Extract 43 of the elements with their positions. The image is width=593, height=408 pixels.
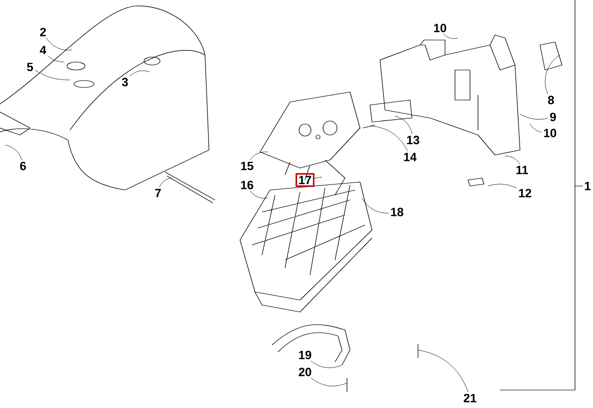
leader-line (530, 124, 542, 133)
callout-number: 17 (296, 173, 314, 187)
leader-line (48, 56, 64, 62)
callout-number: 12 (519, 188, 532, 198)
callout-number: 16 (241, 180, 254, 190)
leader-line (250, 190, 268, 198)
leader-line (418, 350, 468, 392)
callout-number: 6 (20, 162, 26, 170)
callout-number: 14 (404, 152, 417, 162)
callout-number: 8 (548, 96, 554, 104)
callout-number: 3 (122, 78, 128, 86)
leader-line (520, 114, 548, 120)
leader-line (310, 360, 342, 368)
leader-line (394, 116, 412, 134)
leader-line (362, 198, 389, 214)
callout-number: 2 (40, 28, 46, 36)
callout-number: 4 (40, 46, 46, 54)
leader-line (159, 178, 172, 188)
callout-number: 18 (391, 208, 404, 216)
callout-number: 11 (516, 166, 528, 174)
leader-line (370, 126, 408, 152)
callout-number: 9 (550, 112, 556, 122)
callout-number: 20 (298, 368, 312, 376)
leader-line (314, 176, 322, 179)
callout-number: 10 (434, 24, 446, 32)
leader-line (34, 70, 70, 80)
leader-line (488, 184, 517, 188)
leader-line (310, 378, 348, 386)
callout-number: 1 (584, 182, 591, 190)
callout-number: 15 (241, 162, 254, 170)
callout-number: 13 (407, 136, 420, 144)
leader-line (250, 152, 268, 160)
leader-line (46, 38, 72, 50)
leader-line (443, 34, 458, 39)
leader-line (545, 54, 560, 94)
leader-line (504, 156, 520, 164)
callout-number: 21 (464, 394, 476, 402)
callout-number: 19 (299, 350, 312, 360)
callout-number: 7 (155, 188, 161, 198)
callout-number: 10 (544, 128, 556, 138)
callout-number: 5 (27, 62, 33, 72)
leader-line (130, 70, 150, 76)
leader-line (4, 144, 22, 160)
